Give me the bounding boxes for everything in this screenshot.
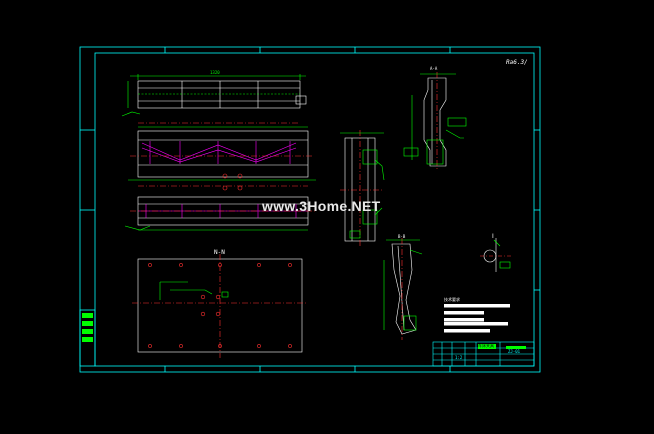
notes-heading: 技术要求: [444, 297, 460, 302]
watermark-prefix: www.: [262, 198, 300, 214]
title-block: [432, 341, 535, 367]
watermark: www.3Home.NET: [262, 198, 381, 214]
front-view-top: [121, 74, 307, 117]
side-view: [340, 130, 385, 248]
section-a-label: A-A: [430, 66, 438, 71]
plan-view-label: N-N: [214, 249, 225, 256]
front-view-middle: [128, 122, 316, 191]
front-view-lower: [124, 196, 316, 231]
watermark-suffix: .NET: [347, 198, 381, 214]
roughness-symbol: Ra6.3/: [506, 59, 528, 66]
section-a-a: [403, 72, 467, 170]
drawing-frame: [79, 46, 541, 373]
title-part-name: 车床夹具: [478, 343, 494, 348]
title-scale: 1:2: [455, 355, 463, 360]
title-drawing-no: ZJ-01: [508, 349, 521, 354]
technical-notes: [444, 304, 510, 333]
section-b-b: [383, 238, 423, 340]
plan-view-n-n: [132, 254, 308, 358]
detail-label: Ⅰ: [492, 233, 494, 240]
detail-i: [480, 238, 512, 272]
watermark-brand: 3Home: [299, 198, 348, 214]
top-view-dimension: 1320: [210, 70, 220, 75]
section-b-label: B-B: [398, 234, 406, 239]
